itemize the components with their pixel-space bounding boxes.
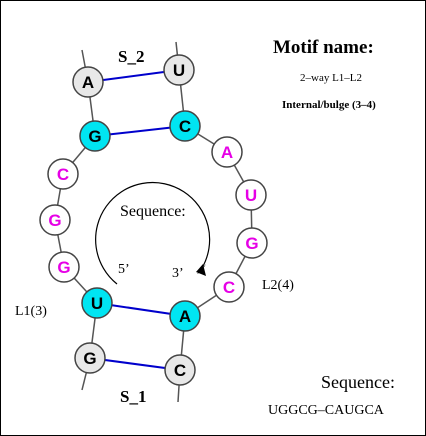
nucleotide-n14: A	[169, 300, 201, 332]
nucleotide-letter: G	[83, 349, 96, 368]
motif-type: 2–way L1–L2	[300, 72, 362, 84]
nucleotide-circle	[79, 120, 111, 152]
nucleotide-letter: A	[179, 307, 191, 326]
nucleotide-n12: G	[236, 227, 268, 259]
stem-bottom-label: S_1	[120, 387, 146, 406]
loop-left-label: L1(3)	[15, 304, 47, 319]
nucleotide-letter: C	[223, 278, 235, 297]
motif-subtype: Internal/bulge (3–4)	[282, 99, 376, 111]
nucleotide-n6: G	[79, 120, 111, 152]
loop-right-label: L2(4)	[262, 278, 294, 293]
nucleotide-letter: G	[57, 258, 70, 277]
center-sequence-label: Sequence:	[120, 203, 186, 220]
nucleotide-n4: G	[39, 204, 71, 236]
sequence-heading: Sequence:	[321, 372, 395, 392]
arrowhead-icon	[196, 264, 206, 276]
nucleotide-circle	[74, 342, 106, 374]
nucleotide-circle	[169, 110, 201, 142]
nucleotide-n2: U	[81, 287, 113, 319]
nucleotide-letter: U	[173, 61, 185, 80]
nucleotide-circle	[39, 204, 71, 236]
nucleotide-n10: A	[211, 136, 243, 168]
nucleotide-circle	[48, 251, 80, 283]
nucleotide-n1: G	[74, 342, 106, 374]
nucleotide-letter: A	[82, 73, 94, 92]
nucleotide-n13: C	[213, 271, 245, 303]
nucleotide-letter: U	[91, 294, 103, 313]
nucleotide-n3: G	[48, 251, 80, 283]
five-prime-label: 5’	[118, 262, 130, 277]
nucleotide-circle	[47, 158, 79, 190]
nucleotide-circle	[211, 136, 243, 168]
nucleotide-circle	[164, 354, 196, 386]
nucleotide-n5: C	[47, 158, 79, 190]
sequence-direction-arrow	[95, 181, 211, 285]
nucleotide-circle	[72, 66, 104, 98]
nucleotide-letter: C	[174, 361, 186, 380]
nucleotide-circle	[213, 271, 245, 303]
nucleotide-letter: G	[48, 211, 61, 230]
nucleotide-letter: G	[88, 127, 101, 146]
nucleotide-letter: C	[179, 117, 191, 136]
nucleotide-n15: C	[164, 354, 196, 386]
nucleotide-letter: C	[57, 165, 69, 184]
nucleotide-circle	[169, 300, 201, 332]
base-pair-layer	[87, 69, 186, 371]
nucleotide-letter: G	[245, 234, 258, 253]
nucleotide-circle	[81, 287, 113, 319]
nucleotide-circle	[236, 227, 268, 259]
nucleotide-circle	[163, 54, 195, 86]
nucleotide-n8: U	[163, 54, 195, 86]
nucleotide-n7: A	[72, 66, 104, 98]
nucleotide-n11: U	[235, 179, 267, 211]
nucleotide-circle	[235, 179, 267, 211]
nucleotide-letter: U	[245, 186, 257, 205]
nucleotide-letter: A	[221, 143, 233, 162]
three-prime-label: 3’	[172, 266, 184, 281]
motif-title: Motif name:	[273, 37, 374, 58]
stem-top-label: S_2	[118, 47, 144, 66]
nucleotide-n9: C	[169, 110, 201, 142]
sequence-value: UGGCG–CAUGCA	[268, 403, 385, 418]
